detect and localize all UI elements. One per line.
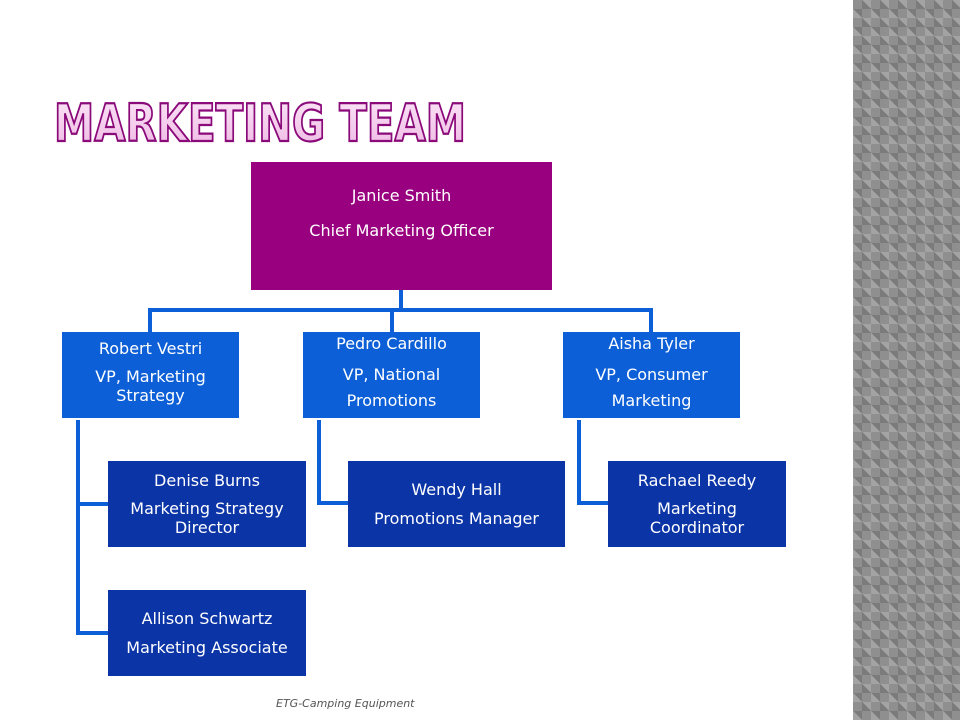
vp-1-role: VP, Marketing Strategy	[95, 367, 206, 406]
decorative-pattern-strip	[853, 0, 960, 720]
org-node-vp-3: Aisha Tyler VP, Consumer Marketing	[563, 332, 740, 418]
vp-1-name: Robert Vestri	[98, 339, 203, 358]
vp-2-name: Pedro Cardillo	[336, 334, 447, 353]
org-node-vp-2: Pedro Cardillo VP, National Promotions	[303, 332, 480, 418]
connector-vp2-report-1	[317, 420, 350, 505]
connector-vp1-report-1	[76, 420, 110, 506]
vp-3-role: VP, Consumer Marketing	[595, 365, 708, 410]
report-1-2-role: Marketing Associate	[126, 637, 288, 657]
connector-vp1-report-2	[76, 502, 110, 635]
vp-3-name: Aisha Tyler	[608, 334, 695, 353]
slide-title: MARKETING TEAM	[50, 88, 570, 158]
head-role: Chief Marketing Officer	[309, 221, 494, 241]
report-1-1-name: Denise Burns	[154, 470, 260, 490]
head-name: Janice Smith	[351, 186, 452, 205]
connector-vp3-report-1	[577, 420, 610, 505]
vp-2-role: VP, National Promotions	[342, 365, 441, 410]
org-node-report-1-1: Denise Burns Marketing Strategy Director	[108, 461, 306, 547]
org-node-report-3-1: Rachael Reedy Marketing Coordinator	[608, 461, 786, 547]
report-1-2-name: Allison Schwartz	[141, 609, 273, 629]
org-node-report-1-2: Allison Schwartz Marketing Associate	[108, 590, 306, 676]
org-node-vp-1: Robert Vestri VP, Marketing Strategy	[62, 332, 239, 418]
org-node-report-2-1: Wendy Hall Promotions Manager	[348, 461, 565, 547]
report-3-1-name: Rachael Reedy	[637, 470, 757, 490]
report-1-1-role: Marketing Strategy Director	[130, 498, 284, 538]
slide-title-graphic: MARKETING TEAM	[53, 93, 467, 155]
org-node-head: Janice Smith Chief Marketing Officer	[251, 162, 552, 290]
slide-footer: ETG-Camping Equipment	[276, 697, 415, 710]
report-2-1-role: Promotions Manager	[374, 508, 539, 528]
report-2-1-name: Wendy Hall	[411, 480, 502, 500]
report-3-1-role: Marketing Coordinator	[649, 498, 745, 538]
slide-title-text: MARKETING TEAM	[54, 94, 466, 154]
